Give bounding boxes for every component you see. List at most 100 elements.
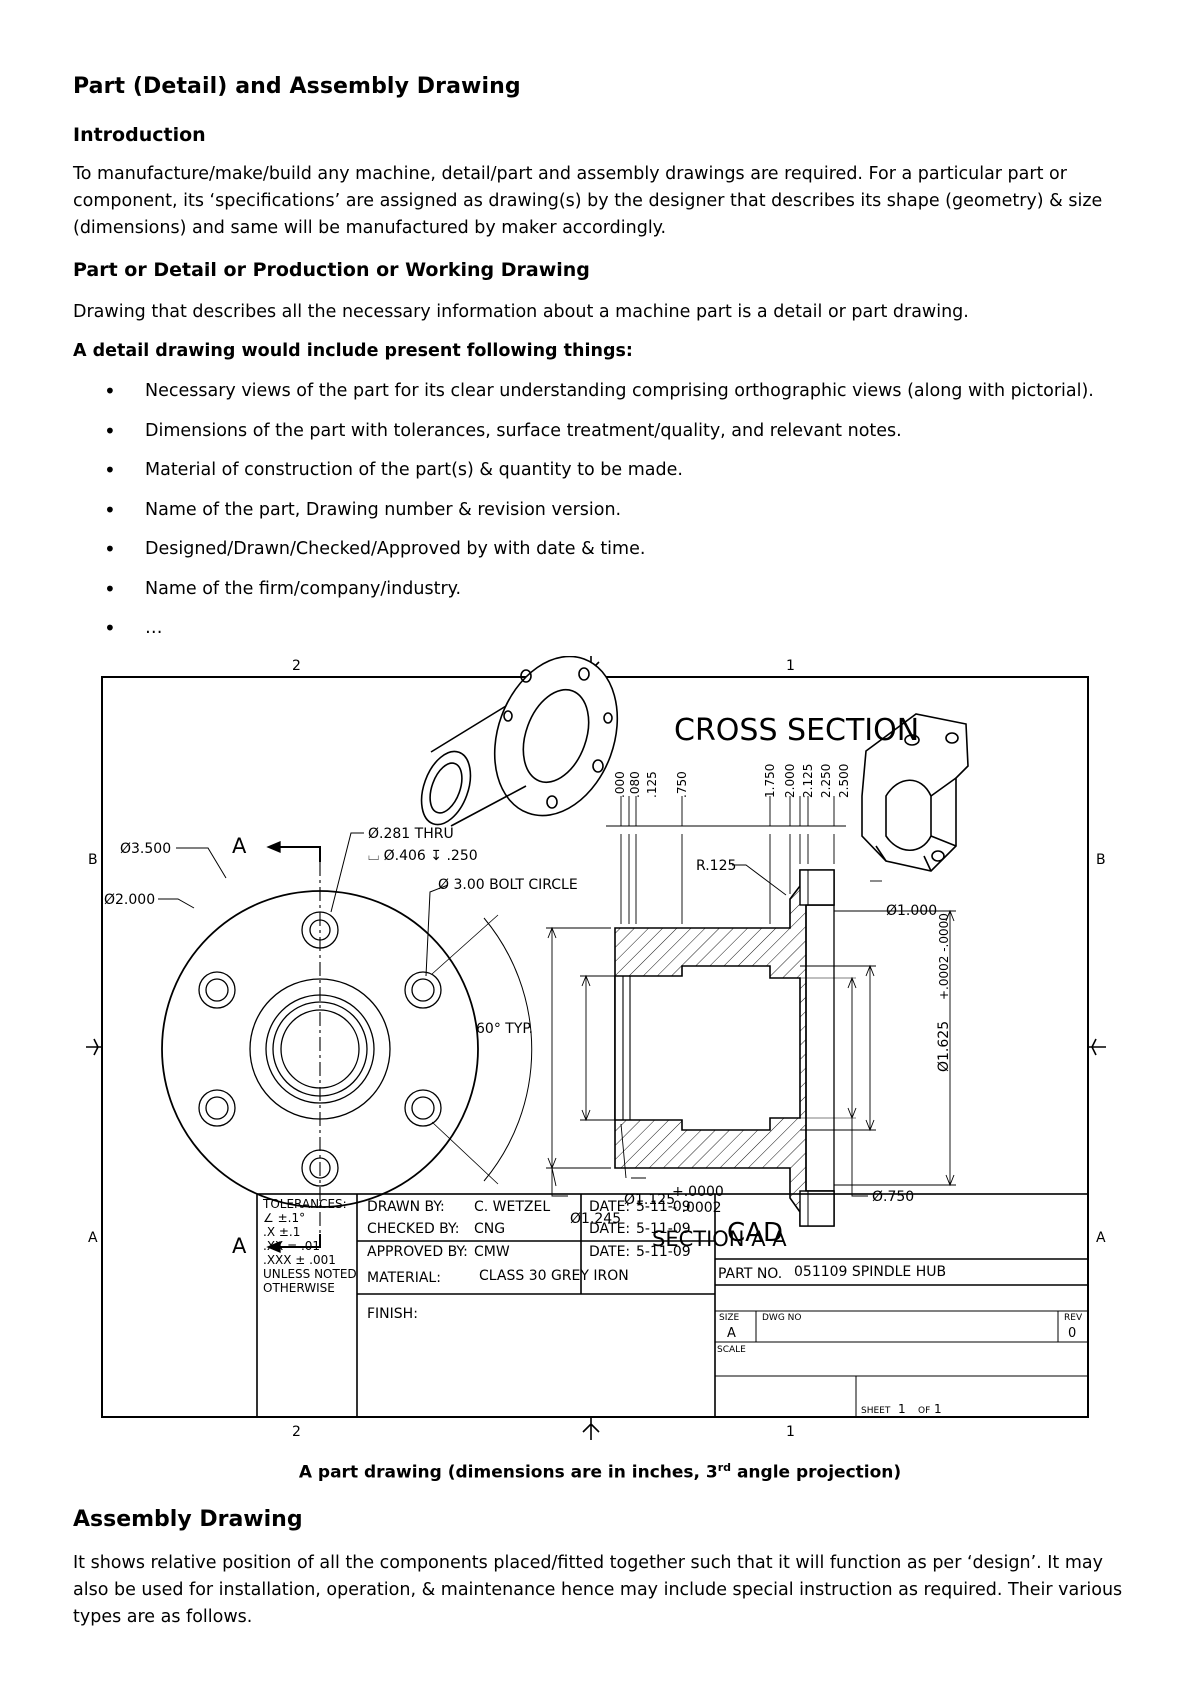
- front-view: [158, 832, 533, 1253]
- centering-mark-bottom: [582, 1417, 600, 1440]
- dim-diameter-750: Ø.750: [872, 1189, 914, 1205]
- tol-line-xx: .XX = .01: [263, 1239, 320, 1253]
- zone-label-bottom-right: 1: [786, 1424, 795, 1440]
- list-item: Designed/Drawn/Checked/Approved by with …: [73, 536, 1153, 576]
- intro-heading: Introduction: [73, 124, 206, 146]
- rev-label: REV: [1064, 1313, 1083, 1323]
- drawn-by-label: DRAWN BY:: [367, 1199, 445, 1215]
- dim-diameter-1125: Ø1.125: [624, 1192, 675, 1208]
- drawn-date-label: DATE:: [589, 1199, 630, 1215]
- detail-list: Necessary views of the part for its clea…: [73, 378, 1153, 655]
- page-title: Part (Detail) and Assembly Drawing: [73, 74, 521, 99]
- checked-date-value: 5-11-09: [636, 1221, 691, 1237]
- zone-label-top-left: 2: [292, 658, 301, 674]
- approved-date-value: 5-11-09: [636, 1244, 691, 1260]
- assembly-heading: Assembly Drawing: [73, 1507, 303, 1532]
- detail-lead: A detail drawing would include present f…: [73, 341, 633, 361]
- tol-1125-plus: +.0000: [672, 1184, 724, 1200]
- dim-diameter-3500: Ø3.500: [120, 841, 171, 857]
- section-view: [420, 656, 969, 1227]
- material-label: MATERIAL:: [367, 1270, 441, 1286]
- dim-diameter-1625: Ø1.625: [936, 1021, 952, 1072]
- checked-by-value: CNG: [474, 1221, 505, 1237]
- material-value: CLASS 30 GREY IRON: [479, 1268, 629, 1284]
- cutting-plane-label-top: A: [232, 834, 247, 858]
- intro-paragraph: To manufacture/make/build any machine, d…: [73, 164, 1103, 238]
- zone-label-left-a: A: [88, 1230, 98, 1246]
- company-name: CAD: [727, 1218, 783, 1248]
- pictorial-view: [420, 656, 619, 827]
- finish-label: FINISH:: [367, 1306, 418, 1322]
- tol-line-x: .X ±.1: [263, 1225, 300, 1239]
- list-item: Name of the part, Drawing number & revis…: [73, 497, 1153, 537]
- list-item: Name of the firm/company/industry.: [73, 576, 1153, 616]
- v-dim-2250: 2.250: [819, 764, 833, 798]
- zone-label-right-a: A: [1096, 1230, 1106, 1246]
- caption-text: A part drawing (dimensions are in inches…: [298, 1462, 718, 1483]
- dim-diameter-2000: Ø2.000: [104, 892, 155, 908]
- zone-label-top-right: 1: [786, 658, 795, 674]
- size-label: SIZE: [719, 1313, 740, 1323]
- list-item: Dimensions of the part with tolerances, …: [73, 418, 1153, 458]
- tol-1625: +.0002 -.0000: [937, 913, 951, 1000]
- cross-section-title: CROSS SECTION: [674, 713, 919, 748]
- v-dim-1750: 1.750: [763, 764, 777, 798]
- section-label: SECTION A-A: [652, 1227, 787, 1251]
- list-item: Material of construction of the part(s) …: [73, 457, 1153, 497]
- tol-1125-minus: - .0002: [672, 1200, 722, 1216]
- v-dim-000: .000: [613, 771, 627, 798]
- of-value: 1: [934, 1402, 942, 1416]
- v-dim-2000: 2.000: [783, 764, 797, 798]
- scale-label: SCALE: [717, 1345, 746, 1355]
- size-value: A: [727, 1326, 736, 1341]
- drawn-date-value: 5-11-09: [636, 1199, 691, 1215]
- caption-superscript: rd: [717, 1461, 732, 1474]
- note-angle: 60° TYP.: [476, 1021, 533, 1037]
- tol-line-xxx: .XXX ± .001: [263, 1253, 336, 1267]
- approved-by-label: APPROVED BY:: [367, 1244, 468, 1260]
- zone-label-right-b: B: [1096, 852, 1106, 868]
- cutting-plane-label-bottom: A: [232, 1234, 247, 1258]
- note-thru: Ø.281 THRU: [368, 826, 454, 842]
- caption-text-end: angle projection): [731, 1462, 902, 1483]
- v-dim-125: .125: [645, 771, 659, 798]
- centering-mark-right: [1088, 1038, 1106, 1056]
- of-label: OF: [918, 1406, 930, 1416]
- part-drawing: 2 1 B A B A 2 1 CROSS SECTION SECTION A-…: [86, 656, 1106, 1440]
- sheet-value: 1: [898, 1402, 906, 1416]
- tol-heading: TOLERANCES:: [262, 1197, 347, 1211]
- v-dim-2125: 2.125: [801, 764, 815, 798]
- assembly-paragraph: It shows relative position of all the co…: [73, 1553, 1123, 1627]
- zone-label-left-b: B: [88, 852, 98, 868]
- approved-date-label: DATE:: [589, 1244, 630, 1260]
- tol-line-angle: ∠ ±.1°: [263, 1211, 305, 1225]
- checked-date-label: DATE:: [589, 1221, 630, 1237]
- dim-radius-125: R.125: [696, 858, 736, 874]
- tol-line-unless: UNLESS NOTED: [263, 1267, 357, 1281]
- checked-by-label: CHECKED BY:: [367, 1221, 459, 1237]
- part-no-label: PART NO.: [718, 1266, 782, 1282]
- rev-value: 0: [1068, 1326, 1076, 1341]
- approved-by-value: CMW: [474, 1244, 510, 1260]
- detail-paragraph: Drawing that describes all the necessary…: [73, 302, 969, 322]
- v-dim-080: .080: [628, 771, 642, 798]
- cross-section-sketch: [861, 713, 969, 872]
- note-bolt-circle: Ø 3.00 BOLT CIRCLE: [438, 877, 578, 893]
- figure-caption: A part drawing (dimensions are in inches…: [0, 1461, 1200, 1483]
- dwg-no-label: DWG NO: [762, 1313, 801, 1323]
- sheet-label: SHEET: [861, 1406, 891, 1416]
- dim-diameter-1245: Ø1.245: [570, 1211, 621, 1227]
- drawn-by-value: C. WETZEL: [474, 1199, 550, 1215]
- list-item: Necessary views of the part for its clea…: [73, 378, 1153, 418]
- centering-mark-left: [86, 1038, 102, 1056]
- part-no-value: 051109 SPINDLE HUB: [794, 1264, 946, 1280]
- dim-diameter-1000: Ø1.000: [886, 903, 937, 919]
- detail-heading: Part or Detail or Production or Working …: [73, 259, 590, 281]
- v-dim-750: .750: [675, 771, 689, 798]
- v-dim-2500: 2.500: [837, 764, 851, 798]
- note-counterbore: ⌴ Ø.406 ↧ .250: [368, 848, 478, 864]
- tol-line-otherwise: OTHERWISE: [263, 1281, 335, 1295]
- title-block: [256, 1193, 1089, 1418]
- list-item: …: [73, 615, 1153, 655]
